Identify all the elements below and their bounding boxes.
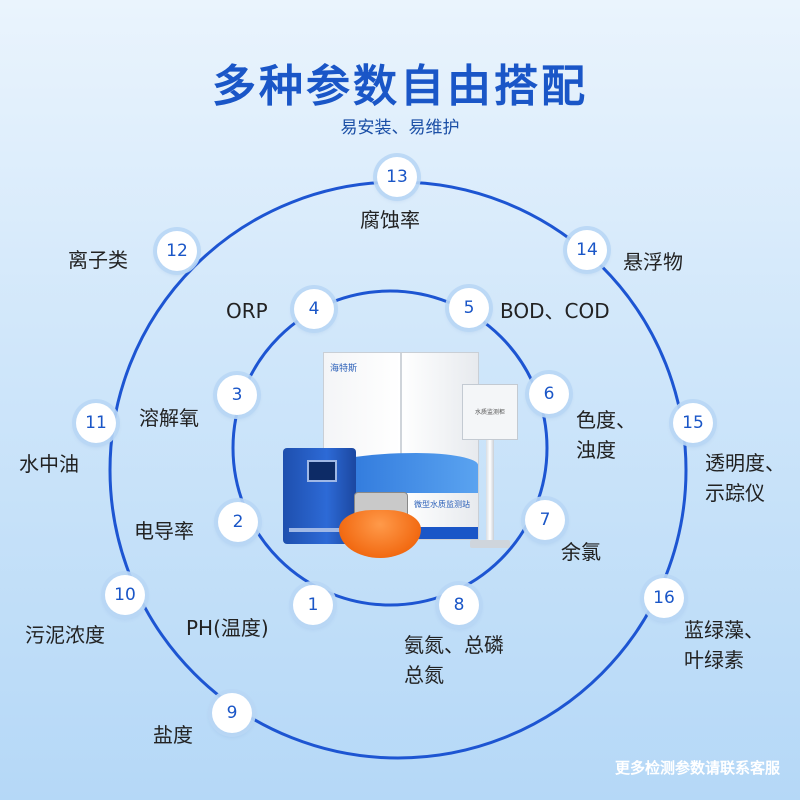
param-label-10: 污泥浓度	[25, 623, 105, 647]
brand-logo: 海特斯	[330, 364, 358, 374]
sensor-box: 水质监测柜	[462, 384, 518, 440]
inner-ring	[231, 289, 549, 607]
page-subtitle: 易安装、易维护	[340, 118, 460, 138]
badge-2: 2	[218, 502, 258, 542]
param-label-7: 余氯	[561, 540, 601, 564]
param-label-8: 氨氮、总磷 总氮	[404, 633, 504, 687]
param-label-9: 盐度	[153, 723, 193, 747]
badge-6: 6	[529, 374, 569, 414]
param-label-12: 离子类	[68, 248, 128, 272]
station-plate: 微型水质监测站	[414, 500, 470, 509]
badge-12: 12	[157, 231, 197, 271]
param-label-11: 水中油	[19, 452, 79, 476]
param-label-14: 悬浮物	[623, 250, 683, 274]
param-label-4: ORP	[226, 299, 268, 323]
sensor-pole-base	[470, 540, 510, 548]
badge-11: 11	[76, 403, 116, 443]
page-title: 多种参数自由搭配	[212, 61, 588, 112]
badge-15: 15	[673, 403, 713, 443]
param-label-6: 色度、 浊度	[576, 408, 636, 462]
sensor-pole	[486, 436, 494, 546]
badge-1: 1	[293, 585, 333, 625]
contact-note: 更多检测参数请联系客服	[614, 759, 780, 777]
param-label-2: 电导率	[134, 519, 194, 543]
param-label-3: 溶解氧	[139, 406, 199, 430]
badge-13: 13	[377, 157, 417, 197]
param-label-1: PH(温度)	[186, 616, 269, 640]
badge-16: 16	[644, 578, 684, 618]
orange-buoy	[339, 510, 421, 558]
badge-3: 3	[217, 375, 257, 415]
badge-14: 14	[567, 230, 607, 270]
param-label-15: 透明度、 示踪仪	[705, 451, 785, 505]
badge-8: 8	[439, 585, 479, 625]
badge-4: 4	[294, 289, 334, 329]
blue-control-cabinet	[283, 448, 356, 544]
badge-5: 5	[449, 288, 489, 328]
param-label-5: BOD、COD	[500, 299, 610, 323]
badge-7: 7	[525, 500, 565, 540]
param-label-13: 腐蚀率	[360, 208, 420, 232]
param-label-16: 蓝绿藻、 叶绿素	[684, 618, 764, 672]
badge-10: 10	[105, 575, 145, 615]
badge-9: 9	[212, 693, 252, 733]
